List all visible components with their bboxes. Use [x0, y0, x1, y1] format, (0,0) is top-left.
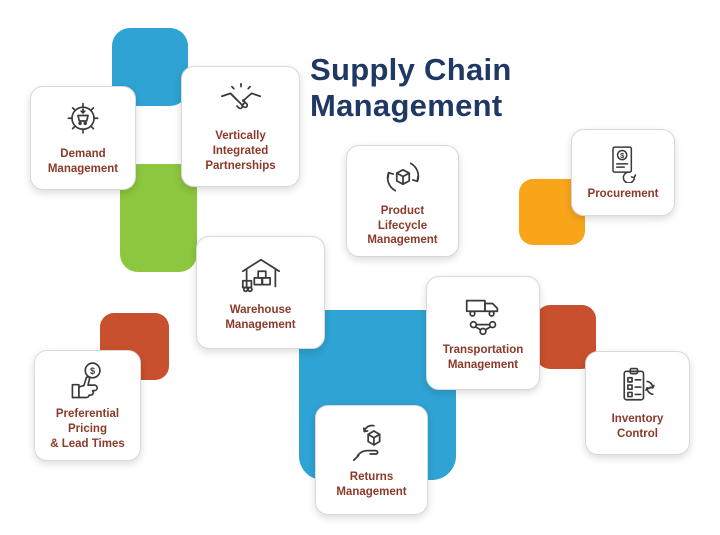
page-title: Supply Chain Management	[310, 52, 512, 123]
svg-text:$: $	[90, 366, 95, 376]
demand-gear-icon	[61, 99, 105, 143]
card-label: Procurement	[587, 188, 659, 201]
card-procurement: $ Procurement	[571, 129, 675, 216]
card-label: Transportation Management	[442, 344, 524, 371]
card-inventory-control: Inventory Control	[585, 351, 690, 455]
card-label: Returns Management	[336, 471, 407, 498]
card-label: Warehouse Management	[225, 303, 296, 331]
card-preferential-pricing-lead-times: $ Preferential Pricing & Lead Times	[34, 350, 141, 461]
card-label: Inventory Control	[611, 413, 664, 440]
card-label: Vertically Integrated Partnerships	[205, 130, 276, 172]
card-label: Demand Management	[47, 148, 119, 175]
card-vertically-integrated-partnerships: Vertically Integrated Partnerships	[181, 66, 300, 187]
procurement-invoice-icon: $	[603, 143, 643, 184]
lifecycle-arrows-icon	[380, 154, 426, 200]
card-label: Product Lifecycle Management	[367, 204, 438, 247]
card-transportation-management: Transportation Management	[426, 276, 540, 390]
returns-hand-box-icon	[349, 420, 395, 466]
svg-text:$: $	[620, 151, 625, 160]
warehouse-icon	[237, 253, 285, 299]
card-demand-management: Demand Management	[30, 86, 136, 190]
card-product-lifecycle-management: Product Lifecycle Management	[346, 145, 459, 257]
handshake-icon	[217, 79, 265, 125]
card-warehouse-management: Warehouse Management	[196, 236, 325, 349]
card-label: Preferential Pricing & Lead Times	[50, 408, 125, 450]
inventory-clipboard-icon	[616, 364, 660, 408]
transportation-truck-icon	[460, 293, 506, 339]
pricing-hand-coin-icon: $	[66, 359, 110, 403]
card-returns-management: Returns Management	[315, 405, 428, 515]
